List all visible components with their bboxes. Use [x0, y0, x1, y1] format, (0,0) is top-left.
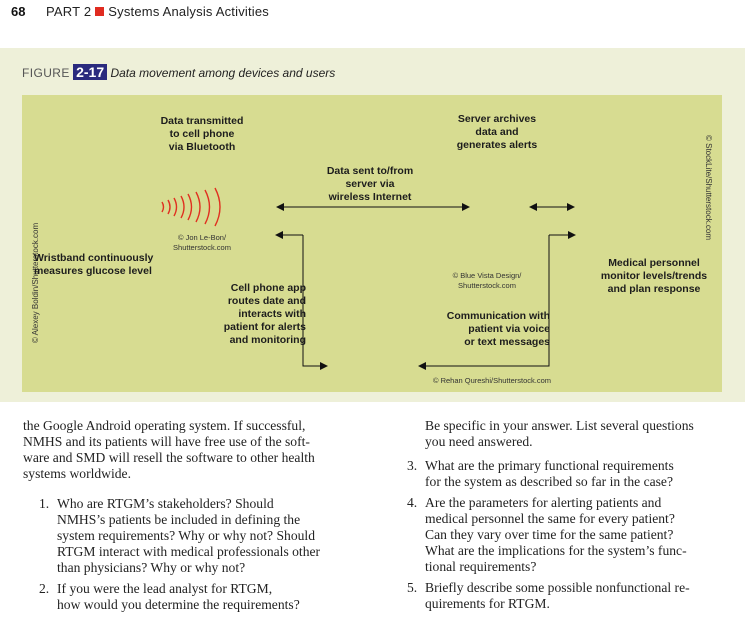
bluetooth-signal-icon [161, 187, 221, 227]
diagram-panel: © Alexey Boldin/Shutterstock.com © Stock… [22, 95, 722, 392]
diagram-arrows [161, 187, 576, 370]
label-line: to cell phone [169, 128, 235, 140]
text-line: NMHS and its patients will have free use… [23, 434, 310, 449]
label-cellphone-app: Cell phone app routes date and interacts… [196, 282, 306, 347]
text-line: If you were the lead analyst for RTGM, [57, 581, 273, 596]
phone-monitoring-arrow [302, 235, 328, 370]
left-paragraph: the Google Android operating system. If … [23, 418, 373, 482]
page-header: 68 PART 2 Systems Analysis Activities [0, 0, 745, 48]
text-line: What are the primary functional requirem… [425, 458, 674, 473]
label-bluetooth: Data transmitted to cell phone via Bluet… [132, 115, 272, 154]
text-line: you need answered. [425, 434, 533, 449]
credit-left-vertical: © Alexey Boldin/Shutterstock.com [31, 222, 40, 343]
label-line: monitor levels/trends [600, 270, 708, 282]
label-line: Communication with [446, 310, 550, 322]
label-line: Cell phone app [230, 282, 306, 294]
question-number: 4. [407, 495, 418, 510]
questions-right: 3. What are the primary functional requi… [407, 458, 742, 617]
figure-number: 2-17 [73, 64, 108, 80]
text-line: Are the parameters for alerting patients… [425, 495, 662, 510]
question-number: 5. [407, 580, 418, 595]
question-5: 5. Briefly describe some possible nonfun… [407, 580, 742, 612]
text-line: system requirements? Why or why not? Sho… [57, 528, 315, 543]
part-heading: PART 2 Systems Analysis Activities [46, 4, 269, 19]
text-line: medical personnel the same for every pat… [425, 511, 675, 526]
figure-caption: FIGURE 2-17 Data movement among devices … [22, 64, 335, 80]
label-line: Server archives [457, 113, 537, 125]
question-4: 4. Are the parameters for alerting patie… [407, 495, 742, 575]
label-server-archives: Server archives data and generates alert… [427, 113, 567, 152]
label-communication: Communication with patient via voice or … [422, 310, 550, 349]
text-line: NMHS’s patients be included in defining … [57, 512, 301, 527]
question-number: 1. [39, 496, 50, 511]
text-line: ware and SMD will resell the software to… [23, 450, 315, 465]
credit-line: © Blue Vista Design/ [452, 271, 522, 280]
text-line: systems worldwide. [23, 466, 131, 481]
label-internet: Data sent to/from server via wireless In… [300, 165, 440, 204]
label-line: measures glucose level [34, 265, 152, 277]
question-2: 2. If you were the lead analyst for RTGM… [39, 581, 374, 613]
text-line: Briefly describe some possible nonfuncti… [425, 580, 690, 595]
label-line: Wristband continuously [34, 252, 154, 264]
label-line: Medical personnel [608, 257, 700, 269]
section-title: Systems Analysis Activities [108, 4, 270, 19]
figure-label: FIGURE [22, 66, 70, 80]
label-line: generates alerts [456, 139, 538, 151]
label-wristband: Wristband continuously measures glucose … [34, 252, 184, 278]
label-line: patient via voice [468, 323, 550, 335]
question-number: 2. [39, 581, 50, 596]
label-line: server via [345, 178, 395, 190]
label-line: wireless Internet [328, 191, 412, 203]
patient-comm-arrow [418, 235, 550, 370]
label-line: Data transmitted [160, 115, 244, 127]
text-line: quirements for RTGM. [425, 596, 550, 611]
text-line: than physicians? Why or why not? [57, 560, 246, 575]
credit-rehan: © Rehan Qureshi/Shutterstock.com [432, 376, 552, 385]
red-square-icon [95, 7, 105, 16]
credit-right-vertical: © StockLite/Shutterstock.com [704, 135, 713, 241]
text-line: Who are RTGM’s stakeholders? Should [57, 496, 274, 511]
right-paragraph: Be specific in your answer. List several… [425, 418, 740, 450]
label-line: interacts with [238, 308, 306, 320]
question-3: 3. What are the primary functional requi… [407, 458, 742, 490]
text-line: tional requirements? [425, 559, 537, 574]
page-number: 68 [11, 4, 26, 19]
credit-line: © Jon Le-Bon/ [177, 233, 227, 242]
credit-line: Shutterstock.com [458, 281, 516, 290]
question-number: 3. [407, 458, 418, 473]
label-line: patient for alerts [223, 321, 306, 333]
credit-jon: © Jon Le-Bon/ Shutterstock.com [142, 233, 262, 253]
text-line: What are the implications for the system… [425, 543, 687, 558]
question-1: 1. Who are RTGM’s stakeholders? Should N… [39, 496, 374, 576]
label-line: Data sent to/from [326, 165, 414, 177]
part-label: PART 2 [46, 4, 92, 19]
credit-blue-vista: © Blue Vista Design/ Shutterstock.com [427, 271, 547, 291]
text-line: RTGM interact with medical professionals… [57, 544, 321, 559]
label-line: and monitoring [229, 334, 306, 346]
credit-line: Shutterstock.com [173, 243, 231, 252]
label-medical: Medical personnel monitor levels/trends … [584, 257, 724, 296]
label-line: routes date and [227, 295, 306, 307]
questions-left: 1. Who are RTGM’s stakeholders? Should N… [39, 496, 374, 618]
text-line: Can they vary over time for the same pat… [425, 527, 674, 542]
label-line: data and [475, 126, 519, 138]
label-line: via Bluetooth [168, 141, 236, 153]
text-line: how would you determine the requirements… [57, 597, 300, 612]
text-line: Be specific in your answer. List several… [425, 418, 694, 433]
text-line: the Google Android operating system. If … [23, 418, 306, 433]
text-line: for the system as described so far in th… [425, 474, 673, 489]
figure-title: Data movement among devices and users [110, 66, 336, 80]
label-line: or text messages [464, 336, 550, 348]
label-line: and plan response [607, 283, 701, 295]
